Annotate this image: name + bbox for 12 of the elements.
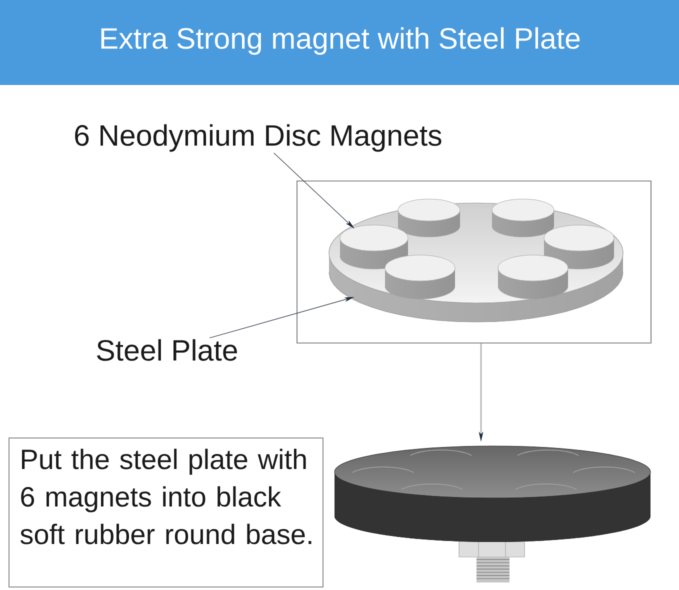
magnet xyxy=(398,198,460,238)
magnet xyxy=(498,254,568,300)
magnet xyxy=(544,224,614,270)
magnet xyxy=(384,254,456,300)
note-box: Put the steel plate with 6 magnets into black soft rubber round base. xyxy=(8,438,324,588)
rubber-base xyxy=(334,446,651,582)
part-label: Steel Plate xyxy=(97,339,237,361)
title-banner: Extra Strong magnet with Steel Plate xyxy=(0,0,679,85)
frame-box xyxy=(296,180,652,344)
part-label: 6 Neodymium Disc Magnets xyxy=(75,124,442,152)
magnet xyxy=(492,198,554,238)
magnet xyxy=(340,224,408,270)
